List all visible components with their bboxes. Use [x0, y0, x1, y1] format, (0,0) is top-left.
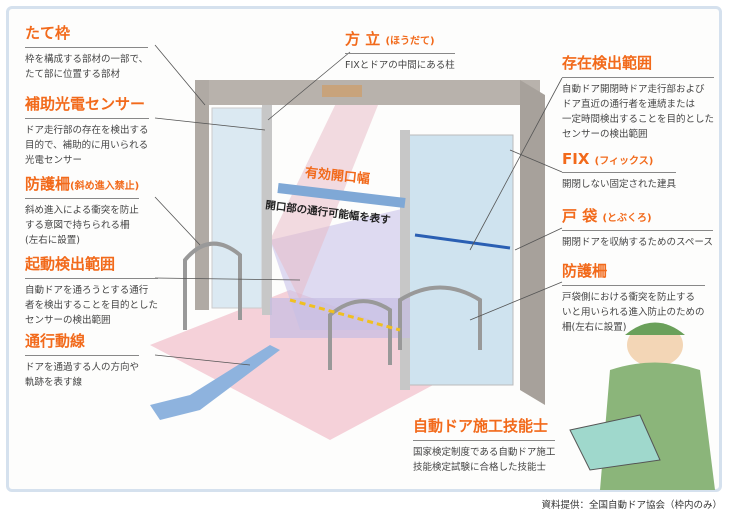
label-title: 戸 袋: [562, 207, 598, 225]
leader-lines: [154, 44, 563, 366]
label-title: 補助光電センサー: [25, 93, 149, 119]
header-frame: [195, 80, 540, 105]
label-start-detection: 起動検出範囲自動ドアを通ろうとする通行 者を検出することを目的とした センサーの…: [25, 253, 159, 328]
mullion: [262, 105, 272, 315]
label-desc: 枠を構成する部材の一部で、 たて部に位置する部材: [25, 54, 149, 80]
label-desc: FIXとドアの中間にある柱: [345, 60, 455, 71]
label-title: 存在検出範囲: [562, 52, 715, 78]
label-title: FIX: [562, 150, 590, 168]
label-desc: 自動ドア開閉時ドア走行部および ドア直近の通行者を連続または 一定時間検出するこ…: [562, 84, 715, 140]
label-technician: 自動ドア施工技能士国家検定制度である自動ドア施工 技能検定試験に合格した技能士: [413, 415, 556, 475]
label-subtitle: (ほうだて): [385, 36, 435, 47]
path-arrow: [150, 345, 280, 420]
label-subtitle: (斜め進入禁止): [70, 181, 140, 192]
label-traffic-path: 通行動線ドアを通過する人の方向や 軌跡を表す線: [25, 330, 140, 390]
label-desc: 戸袋側における衝突を防止する いと用いられる進入防止のための 柵(左右に設置): [562, 292, 705, 333]
label-title: 防護柵: [25, 175, 71, 193]
label-title: 方 立: [345, 30, 381, 48]
sensor-unit: [322, 85, 362, 97]
label-desc: 開閉ドアを収納するためのスペース: [562, 237, 713, 248]
label-subtitle: (とぶくろ): [602, 213, 652, 224]
effective-width-arrow: [277, 183, 406, 208]
right-jamb: [520, 80, 545, 405]
label-title: 自動ドア施工技能士: [413, 415, 556, 441]
label-subtitle: (フィックス): [594, 156, 654, 167]
pocket-arrow: [414, 233, 511, 250]
label-desc: ドアを通過する人の方向や 軌跡を表す線: [25, 362, 140, 388]
label-aux-sensor: 補助光電センサードア走行部の存在を検出する 目的で、補助的に用いられる 光電セン…: [25, 93, 149, 168]
label-guard-diagonal: 防護柵(斜め進入禁止) 斜め進入による衝突を防止 する意図で持ちられる柵 (左右に…: [25, 173, 140, 248]
label-desc: 国家検定制度である自動ドア施工 技能検定試験に合格した技能士: [413, 447, 556, 473]
label-desc: 自動ドアを通ろうとする通行 者を検出することを目的とした センサーの検出範囲: [25, 285, 159, 326]
guard-fences: [183, 241, 482, 370]
label-desc: ドア走行部の存在を検出する 目的で、補助的に用いられる 光電センサー: [25, 125, 149, 166]
label-title: 起動検出範囲: [25, 253, 159, 279]
label-guard-pocket: 防護柵戸袋側における衝突を防止する いと用いられる進入防止のための 柵(左右に設…: [562, 260, 705, 335]
label-tate-frame: たて枠枠を構成する部材の一部で、 たて部に位置する部材: [25, 22, 149, 82]
label-desc: 開閉しない固定された建具: [562, 179, 677, 190]
label-title: 通行動線: [25, 330, 140, 356]
label-title: たて枠: [25, 22, 149, 48]
label-fix: FIX (フィックス) 開閉しない固定された建具: [562, 150, 677, 192]
label-presence-detection: 存在検出範囲自動ドア開閉時ドア走行部および ドア直近の通行者を連続または 一定時…: [562, 52, 715, 142]
start-detection-area: [150, 290, 480, 440]
label-mullion: 方 立 (ほうだて) FIXとドアの中間にある柱: [345, 28, 455, 73]
label-desc: 斜め進入による衝突を防止 する意図で持ちられる柵 (左右に設置): [25, 205, 139, 246]
left-jamb: [195, 80, 209, 310]
technician-figure: [569, 322, 715, 490]
label-title: 防護柵: [562, 260, 705, 286]
source-credit: 資料提供：全国自動ドア協会（枠内のみ）: [541, 500, 722, 511]
label-door-pocket: 戸 袋 (とぶくろ) 開閉ドアを収納するためのスペース: [562, 205, 713, 250]
fix-panel: [407, 134, 514, 386]
